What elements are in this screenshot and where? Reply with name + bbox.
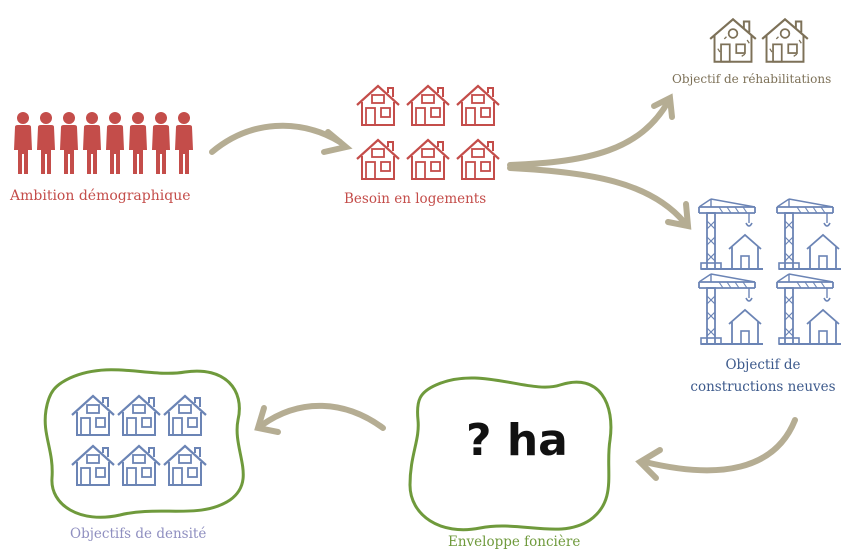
besoin-label: Besoin en logements (344, 191, 487, 207)
arrow-besoin-to-constructions (507, 165, 687, 225)
house-icon (70, 444, 116, 487)
house-icon (162, 444, 208, 487)
enveloppe-blob (408, 376, 613, 532)
house-icon (355, 84, 401, 127)
arrow-constructions-to-enveloppe (642, 417, 798, 474)
old-house-icon (708, 18, 758, 63)
old-house-icon (760, 18, 810, 63)
house-icon (116, 444, 162, 487)
arrow-enveloppe-to-densite (259, 402, 386, 431)
flow-arrows (209, 93, 798, 481)
person-icon (83, 112, 101, 174)
construction-group (697, 197, 843, 346)
enveloppe-label: Enveloppe foncière (448, 534, 581, 550)
person-icon (152, 112, 170, 174)
person-icon (60, 112, 78, 174)
house-icon (405, 138, 451, 181)
constructions-label: Objectif de constructions neuves (690, 357, 836, 395)
arrow-ambition-to-besoin (209, 122, 343, 155)
house-icon (116, 394, 162, 437)
person-icon (129, 112, 147, 174)
crane-house-icon (697, 272, 765, 346)
house-icon (455, 138, 501, 181)
densite-blob (43, 368, 245, 519)
crane-house-icon (775, 197, 843, 271)
arrowhead (651, 93, 675, 120)
arrowhead (635, 447, 663, 481)
person-icon (175, 112, 193, 174)
arrowhead (321, 129, 353, 155)
house-icon (70, 394, 116, 437)
question-ha-label: ? ha (466, 415, 568, 466)
house-icon (455, 84, 501, 127)
house-icon (405, 84, 451, 127)
person-icon (14, 112, 32, 174)
rehab-houses-group (708, 18, 810, 63)
crane-house-icon (775, 272, 843, 346)
person-icon (106, 112, 124, 174)
arrowhead (254, 405, 281, 435)
rehab-label: Objectif de réhabilitations (672, 72, 832, 86)
crane-house-icon (697, 197, 765, 271)
house-icon (355, 138, 401, 181)
red-houses-group (355, 84, 501, 181)
arrowhead (665, 201, 692, 230)
densite-label: Objectifs de densité (70, 526, 207, 542)
people-group (14, 112, 193, 174)
house-icon (162, 394, 208, 437)
person-icon (37, 112, 55, 174)
arrow-besoin-to-rehab (507, 99, 671, 168)
blue-houses-group (70, 394, 208, 487)
ambition-label: Ambition démographique (10, 188, 191, 204)
